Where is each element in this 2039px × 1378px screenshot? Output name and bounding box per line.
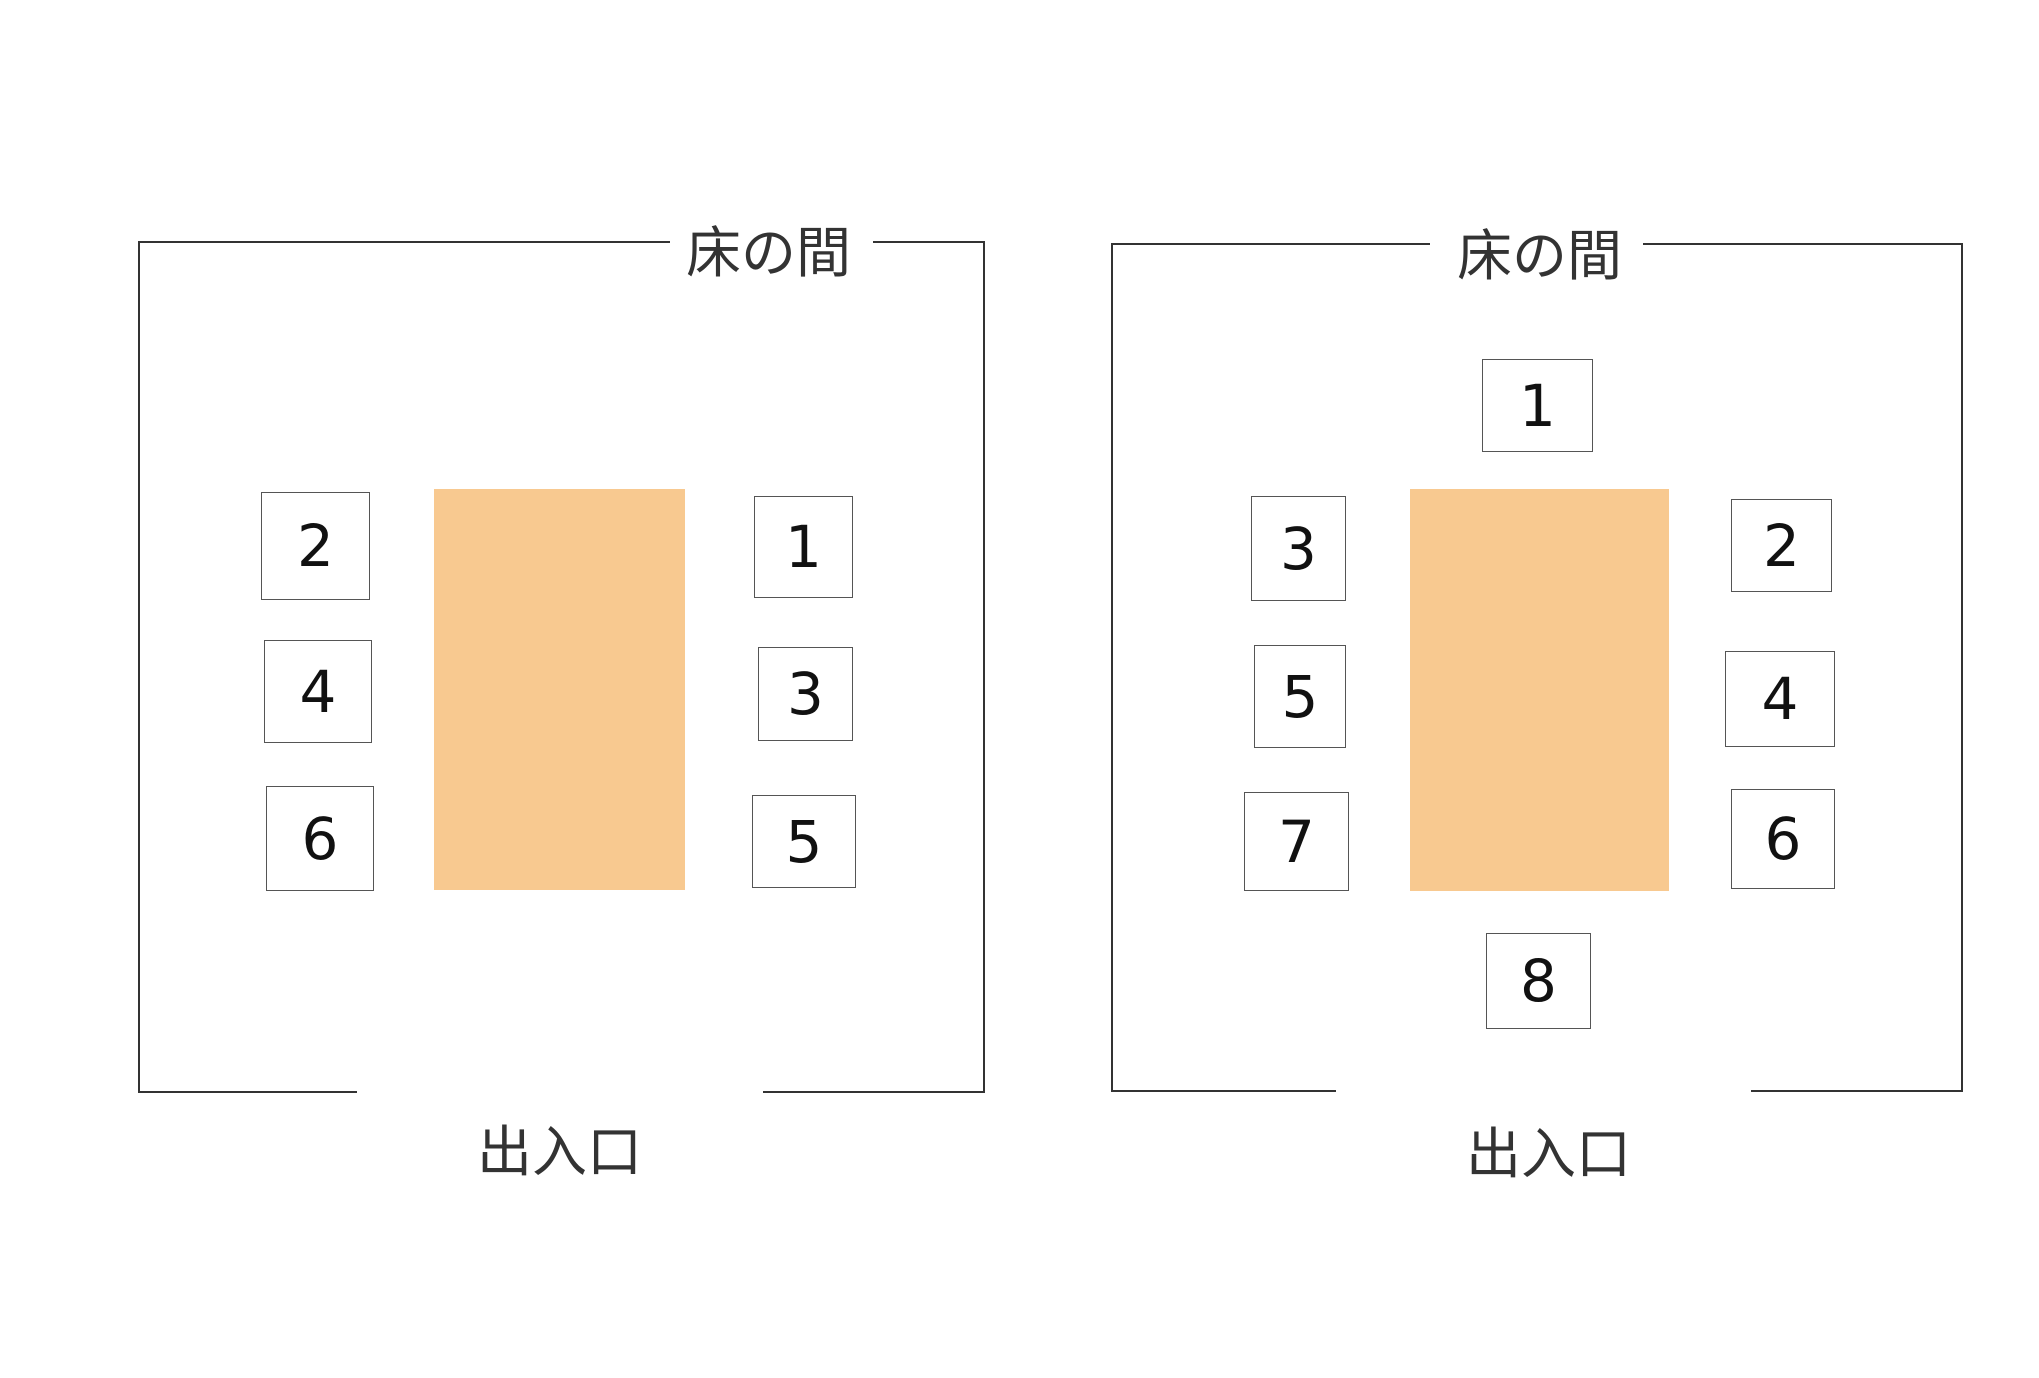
- alcove-label: 床の間: [686, 221, 852, 285]
- room-right-bottom-wall-right: [1751, 1090, 1963, 1092]
- room-left-top-wall-right: [873, 241, 985, 243]
- seat-5: 5: [1254, 645, 1346, 748]
- seat-6: 6: [1731, 789, 1835, 889]
- seat-3: 3: [1251, 496, 1346, 601]
- seat-4: 4: [264, 640, 372, 743]
- seat-4: 4: [1725, 651, 1835, 747]
- room-right-top-wall-right: [1643, 243, 1963, 245]
- room-right-left-wall: [1111, 243, 1113, 1092]
- room-right-top-wall-left: [1111, 243, 1430, 245]
- seat-8: 8: [1486, 933, 1591, 1029]
- room-left-left-wall: [138, 241, 140, 1093]
- seat-6: 6: [266, 786, 374, 891]
- seat-1: 1: [1482, 359, 1593, 452]
- seat-2: 2: [1731, 499, 1832, 592]
- room-left-bottom-wall-left: [138, 1091, 357, 1093]
- room-left-top-wall-left: [138, 241, 670, 243]
- seat-1: 1: [754, 496, 853, 598]
- room-right-right-wall: [1961, 243, 1963, 1092]
- table: [434, 489, 685, 890]
- seat-7: 7: [1244, 792, 1349, 891]
- seat-5: 5: [752, 795, 856, 888]
- entrance-label: 出入口: [1466, 1122, 1632, 1186]
- table: [1410, 489, 1669, 891]
- alcove-label: 床の間: [1457, 224, 1623, 288]
- room-left-right-wall: [983, 241, 985, 1093]
- room-left-bottom-wall-right: [763, 1091, 985, 1093]
- seat-2: 2: [261, 492, 370, 600]
- room-right-bottom-wall-left: [1111, 1090, 1336, 1092]
- seat-3: 3: [758, 647, 853, 741]
- entrance-label: 出入口: [477, 1120, 643, 1184]
